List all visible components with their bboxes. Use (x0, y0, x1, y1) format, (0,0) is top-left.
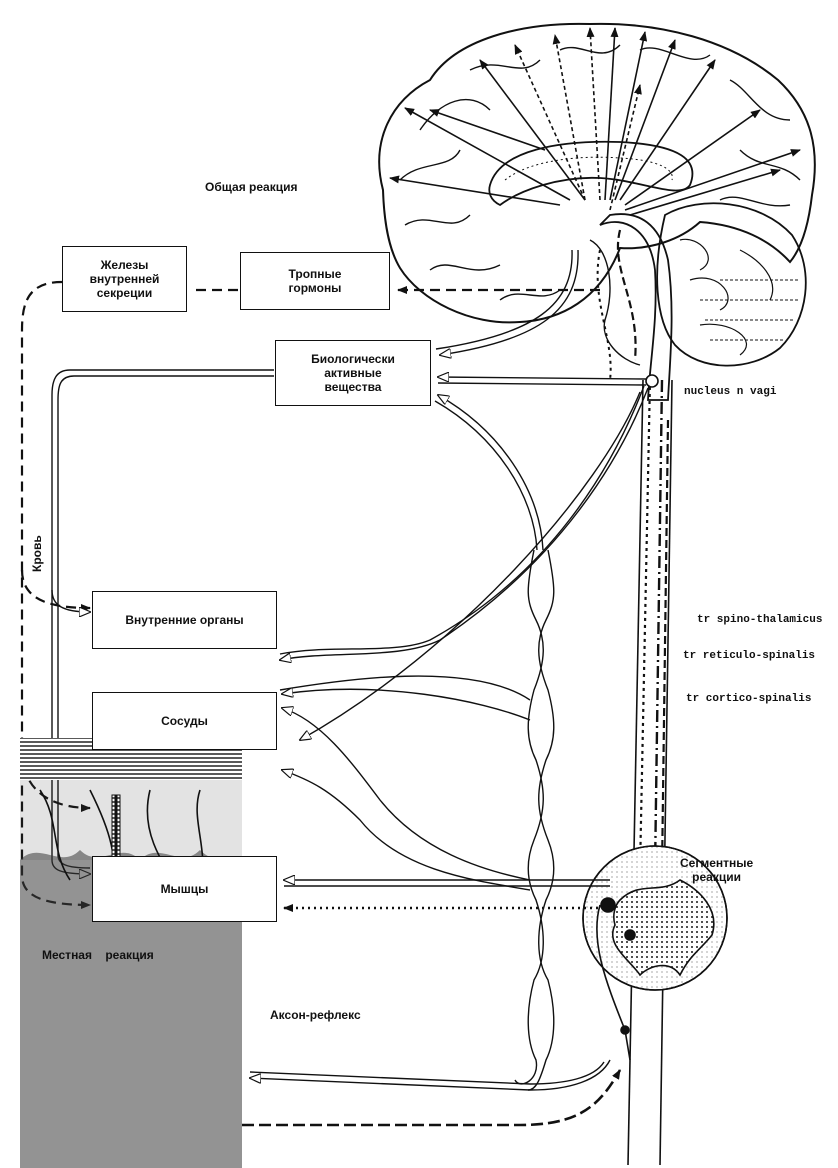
brainstem (599, 213, 673, 401)
blood-label: Кровь (30, 535, 44, 572)
nucleus-vagi-label: nucleus n vagi (684, 386, 777, 398)
segmental-reaction-label: Сегментные реакции (680, 856, 754, 884)
spinal-cord (596, 229, 673, 1166)
tropic-hormones-box: Тропные гормоны (240, 252, 390, 310)
brain-illustration (378, 22, 816, 401)
cerebrum-outline (378, 22, 816, 324)
axon-reflex-label: Аксон-рефлекс (270, 1008, 361, 1022)
nucleus-vagi-node (645, 374, 659, 388)
corpus-callosum (488, 140, 694, 207)
vessels-box: Сосуды (92, 692, 277, 750)
cerebellum (656, 202, 807, 367)
tr-spino-thalamicus-label: tr spino-thalamicus (697, 614, 823, 626)
spinal-cross-section (582, 845, 728, 1061)
cortical-projection-arrows (389, 27, 801, 216)
general-reaction-label: Общая реакция (205, 180, 298, 194)
tr-reticulo-spinalis-label: tr reticulo-spinalis (683, 650, 816, 662)
endocrine-glands-box: Железы внутренней секреции (62, 246, 187, 312)
afferent-dash-from-skin (242, 1069, 622, 1127)
bioactive-substances-box: Биологически активные вещества (275, 340, 431, 406)
muscles-box: Мышцы (92, 856, 277, 922)
internal-organs-box: Внутренние органы (92, 591, 277, 649)
local-reaction-label: Местная реакция (42, 948, 154, 962)
sympathetic-chain (514, 549, 555, 1091)
skin-tissue-illustration (20, 738, 242, 1168)
tr-cortico-spinalis-label: tr cortico-spinalis (686, 693, 812, 705)
